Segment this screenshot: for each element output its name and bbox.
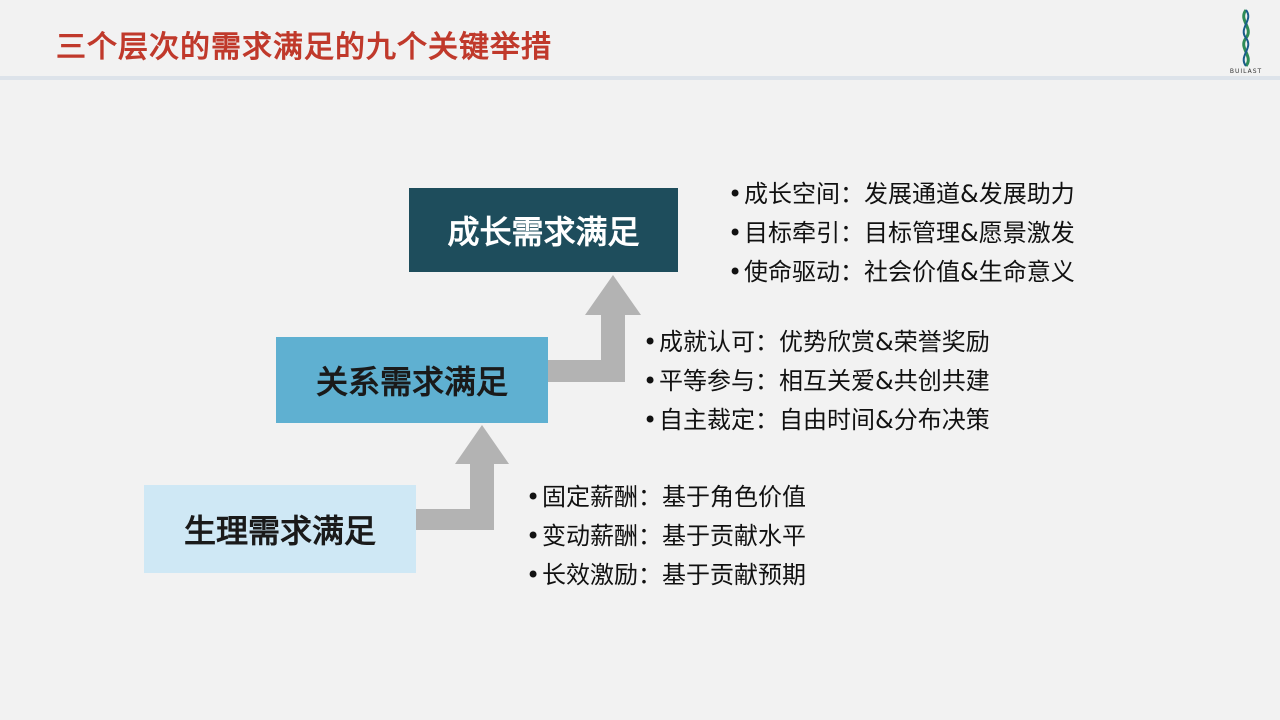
list-item-text: 平等参与：相互关爱&共创共建 [659, 367, 990, 395]
slide-header: 三个层次的需求满足的九个关键举措 BUILAST [0, 0, 1280, 80]
list-item: •自主裁定：自由时间&分布决策 [643, 401, 990, 440]
list-item: •变动薪酬：基于贡献水平 [526, 517, 806, 556]
list-item-text: 目标牵引：目标管理&愿景激发 [744, 219, 1075, 247]
list-item-text: 成长空间：发展通道&发展助力 [744, 180, 1075, 208]
list-item: •固定薪酬：基于角色价值 [526, 478, 806, 517]
list-item-text: 固定薪酬：基于角色价值 [542, 483, 806, 511]
list-item-text: 自主裁定：自由时间&分布决策 [659, 406, 990, 434]
company-logo: BUILAST [1224, 6, 1268, 76]
step-arrow-upper [548, 275, 641, 382]
list-item-text: 使命驱动：社会价值&生命意义 [744, 258, 1075, 286]
list-item: •目标牵引：目标管理&愿景激发 [728, 214, 1075, 253]
bullet-icon: • [728, 258, 743, 286]
slide-title: 三个层次的需求满足的九个关键举措 [56, 30, 552, 65]
bullet-icon: • [526, 483, 541, 511]
bullet-icon: • [728, 219, 743, 247]
logo-mark-icon [1242, 9, 1250, 67]
list-item: •长效激励：基于贡献预期 [526, 556, 806, 595]
physiological-measures-list: •固定薪酬：基于角色价值 •变动薪酬：基于贡献水平 •长效激励：基于贡献预期 [526, 478, 806, 595]
level-box-growth: 成长需求满足 [409, 188, 678, 272]
logo-wordmark: BUILAST [1229, 68, 1263, 75]
step-arrow-lower [416, 425, 509, 530]
growth-measures-list: •成长空间：发展通道&发展助力 •目标牵引：目标管理&愿景激发 •使命驱动：社会… [728, 175, 1075, 292]
bullet-icon: • [526, 522, 541, 550]
relationship-measures-list: •成就认可：优势欣赏&荣誉奖励 •平等参与：相互关爱&共创共建 •自主裁定：自由… [643, 323, 990, 440]
bullet-icon: • [526, 561, 541, 589]
level-box-relationship: 关系需求满足 [276, 337, 548, 423]
header-divider [0, 76, 1280, 80]
bullet-icon: • [643, 367, 658, 395]
bullet-icon: • [643, 328, 658, 356]
list-item: •使命驱动：社会价值&生命意义 [728, 253, 1075, 292]
list-item: •平等参与：相互关爱&共创共建 [643, 362, 990, 401]
level-box-physiological: 生理需求满足 [144, 485, 416, 573]
list-item: •成长空间：发展通道&发展助力 [728, 175, 1075, 214]
bullet-icon: • [728, 180, 743, 208]
bullet-icon: • [643, 406, 658, 434]
list-item-text: 成就认可：优势欣赏&荣誉奖励 [659, 328, 990, 356]
list-item-text: 变动薪酬：基于贡献水平 [542, 522, 806, 550]
list-item-text: 长效激励：基于贡献预期 [542, 561, 806, 589]
list-item: •成就认可：优势欣赏&荣誉奖励 [643, 323, 990, 362]
